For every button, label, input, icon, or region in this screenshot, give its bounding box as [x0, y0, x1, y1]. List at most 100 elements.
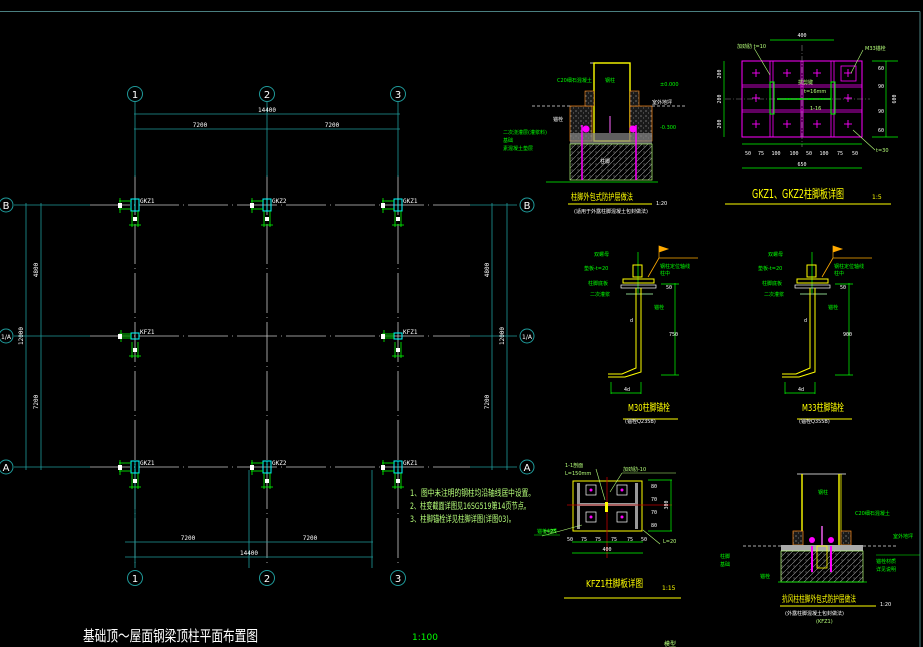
anchor-dim: 4d	[624, 387, 630, 393]
column-label: GKZ1	[140, 460, 155, 467]
svg-text:1:5: 1:5	[872, 194, 882, 201]
axis-bubble-A-right: A	[519, 459, 535, 475]
svg-text:75: 75	[758, 151, 764, 157]
dim-bottom-span-1: 7200	[181, 535, 196, 542]
svg-text:50: 50	[852, 151, 858, 157]
anchor-label: 双螺母	[594, 251, 609, 258]
anchor-label: 垫板-t=20	[758, 265, 782, 272]
anchor-label: 垫板-t=20	[584, 265, 608, 272]
column-gkz2-B-2[interactable]: GKZ2	[250, 198, 287, 227]
svg-text:400: 400	[797, 33, 806, 39]
svg-text:1/A: 1/A	[1, 334, 12, 341]
svg-text:60: 60	[878, 66, 884, 72]
plan-notes: 1、图中未注明的钢柱均沿轴线居中设置。 2、柱变截面详图见16SG519第14页…	[410, 487, 535, 525]
svg-text:(KFZ1): (KFZ1)	[816, 619, 833, 625]
svg-text:钢柱: 钢柱	[605, 77, 615, 84]
detail-embed-protection: C20细石混凝土 钢柱 ±0.000 室外地坪 -0.300 锚栓 二次浇灌层(…	[503, 62, 686, 215]
svg-text:1:20: 1:20	[656, 201, 667, 207]
anchor-label: 二次灌浆	[764, 291, 784, 298]
svg-text:室外地坪: 室外地坪	[893, 533, 913, 540]
column-kfz1-1A-1[interactable]: KFZ1	[118, 329, 155, 358]
column-gkz1-B-3[interactable]: GKZ1	[381, 198, 418, 227]
dim-left-span-2: 7200	[33, 394, 40, 409]
dim-right-span-1: 4800	[484, 262, 491, 277]
svg-text:100: 100	[771, 151, 780, 157]
svg-text:C20细石混凝土: C20细石混凝土	[855, 510, 890, 517]
svg-text:柱脚: 柱脚	[720, 553, 730, 560]
svg-text:80: 80	[651, 523, 657, 529]
svg-text:t=16mm: t=16mm	[804, 89, 826, 95]
svg-text:(锚栓Q355B): (锚栓Q355B)	[799, 418, 830, 425]
anchor-dim: 4d	[798, 387, 804, 393]
svg-text:3: 3	[395, 574, 401, 585]
svg-text:锚栓: 锚栓	[553, 116, 563, 123]
svg-text:B: B	[524, 201, 531, 212]
svg-text:75: 75	[581, 537, 587, 543]
svg-text:L=150mm: L=150mm	[565, 471, 591, 477]
axis-bubble-2-bottom: 2	[259, 570, 275, 586]
svg-text:75: 75	[611, 537, 617, 543]
gkz-title: GKZ1、GKZ2柱脚板详图	[752, 186, 844, 201]
svg-text:1:15: 1:15	[662, 585, 676, 592]
anchor-label: 钢柱定位轴线	[834, 263, 864, 270]
axis-bubble-1A-right: 1/A	[519, 328, 535, 344]
column-gkz2-A-2[interactable]: GKZ2	[250, 460, 287, 489]
svg-text:B: B	[3, 201, 10, 212]
svg-text:2: 2	[264, 574, 270, 585]
svg-text:60: 60	[878, 128, 884, 134]
axis-bubble-B-right: B	[519, 197, 535, 213]
svg-text:200: 200	[717, 119, 723, 128]
column-label: GKZ1	[140, 198, 155, 205]
svg-text:100: 100	[789, 151, 798, 157]
svg-text:200: 200	[717, 69, 723, 78]
plan-drawing: 1 2 3 1 2 3 B 1/A	[0, 86, 535, 645]
embed-protection-title: 柱脚外包式防护层做法	[571, 191, 633, 203]
anchor-label: 双螺母	[768, 251, 783, 258]
column-kfz1-1A-3[interactable]: KFZ1	[381, 329, 418, 358]
column-gkz1-A-1[interactable]: GKZ1	[118, 460, 155, 489]
svg-text:1: 1	[132, 574, 138, 585]
note-3: 3、柱脚锚栓详见柱脚详图(详图03)。	[410, 513, 515, 525]
axis-bubble-2-top: 2	[259, 86, 275, 102]
column-gkz1-B-1[interactable]: GKZ1	[118, 198, 155, 227]
svg-text:锚栓: 锚栓	[760, 573, 770, 580]
svg-text:400: 400	[602, 547, 611, 553]
svg-text:1-1剖面: 1-1剖面	[565, 462, 583, 469]
note-side-small: 锚栓材质	[537, 528, 557, 535]
svg-text:素混凝土垫层: 素混凝土垫层	[503, 145, 533, 152]
axis-bubble-3-top: 3	[390, 86, 406, 102]
svg-text:抗剪键: 抗剪键	[798, 79, 813, 86]
svg-text:(锚栓Q235B): (锚栓Q235B)	[625, 418, 656, 425]
svg-text:±0.000: ±0.000	[660, 82, 679, 88]
column-gkz1-A-3[interactable]: GKZ1	[381, 460, 418, 489]
dim-left-span-1: 4800	[33, 262, 40, 277]
side-note-1: 锚栓材质	[876, 558, 896, 565]
side-note-2: 详见说明	[876, 566, 896, 573]
anchor-dim: 750	[669, 332, 678, 338]
svg-text:2: 2	[264, 90, 270, 101]
anchor-label: 柱脚底板	[588, 280, 608, 287]
svg-text:650: 650	[797, 162, 806, 168]
svg-text:50: 50	[567, 537, 573, 543]
svg-text:加劲肋 t=10: 加劲肋 t=10	[737, 43, 766, 50]
anchor-label: 柱中	[660, 270, 670, 277]
detail-gkz-base-plate: 400 650 200 200 200 60 90 90 60 600 50 7…	[717, 33, 898, 205]
svg-text:(外露柱脚混凝土包封做法): (外露柱脚混凝土包封做法)	[785, 610, 844, 617]
svg-text:A: A	[524, 463, 531, 474]
column-label: GKZ1	[403, 460, 418, 467]
svg-text:70: 70	[651, 497, 657, 503]
dim-left-total: 12000	[18, 327, 25, 345]
anchor-dim: d	[630, 318, 633, 324]
column-label: GKZ2	[272, 198, 287, 205]
svg-text:加劲肋-10: 加劲肋-10	[623, 466, 646, 473]
svg-text:3: 3	[395, 90, 401, 101]
axis-bubble-1A-left: 1/A	[0, 328, 14, 344]
svg-text:L=20: L=20	[663, 539, 676, 545]
model-tab[interactable]: 模型	[664, 640, 676, 647]
svg-text:100: 100	[819, 151, 828, 157]
column-label: KFZ1	[140, 329, 155, 336]
